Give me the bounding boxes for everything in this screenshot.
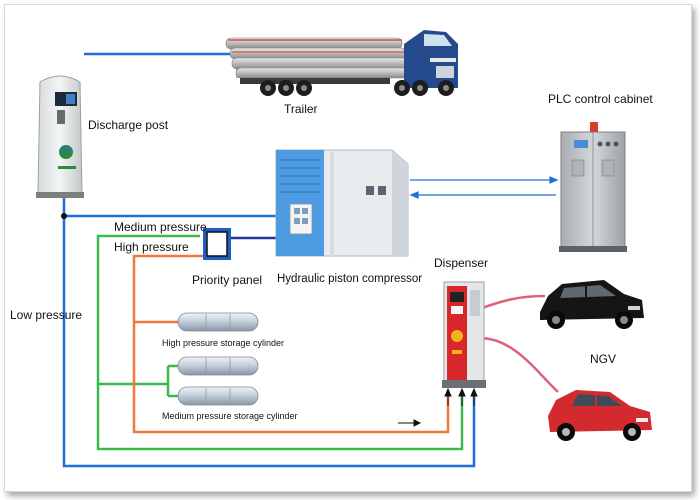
junction-dot	[61, 213, 67, 219]
vehicle-lines	[481, 294, 559, 393]
low-pressure-label: Low pressure	[10, 308, 83, 322]
dispenser-image	[442, 281, 486, 388]
medium-pressure-label: Medium pressure	[114, 220, 207, 234]
compressor-image	[275, 149, 409, 257]
trailer-image	[225, 30, 458, 96]
priority-panel-label: Priority panel	[192, 273, 263, 287]
compressor-label: Hydraulic piston compressor	[277, 273, 423, 285]
ngv-car-red	[548, 390, 652, 441]
plc-link-arrows	[409, 176, 559, 199]
dispenser-label: Dispenser	[434, 256, 489, 270]
ngv-car-black	[540, 280, 644, 329]
flow-arrows	[398, 387, 478, 427]
ngv-label: NGV	[590, 352, 617, 366]
high-pressure-label: High pressure	[114, 240, 189, 254]
trailer-label: Trailer	[284, 102, 318, 116]
low-pressure-line	[62, 52, 476, 468]
medium-storage-label: Medium pressure storage cylinder	[162, 411, 298, 421]
medium-pressure-cylinders	[177, 356, 259, 406]
high-pressure-cylinders	[177, 312, 259, 332]
plc-cabinet-label: PLC control cabinet	[548, 92, 653, 106]
plc-cabinet-image	[559, 122, 627, 252]
priority-panel-image	[203, 228, 231, 260]
discharge-post-image	[36, 75, 84, 198]
high-pressure-line	[132, 254, 450, 434]
discharge-post-label: Discharge post	[88, 118, 169, 132]
high-storage-label: High pressure storage cylinder	[162, 338, 285, 348]
